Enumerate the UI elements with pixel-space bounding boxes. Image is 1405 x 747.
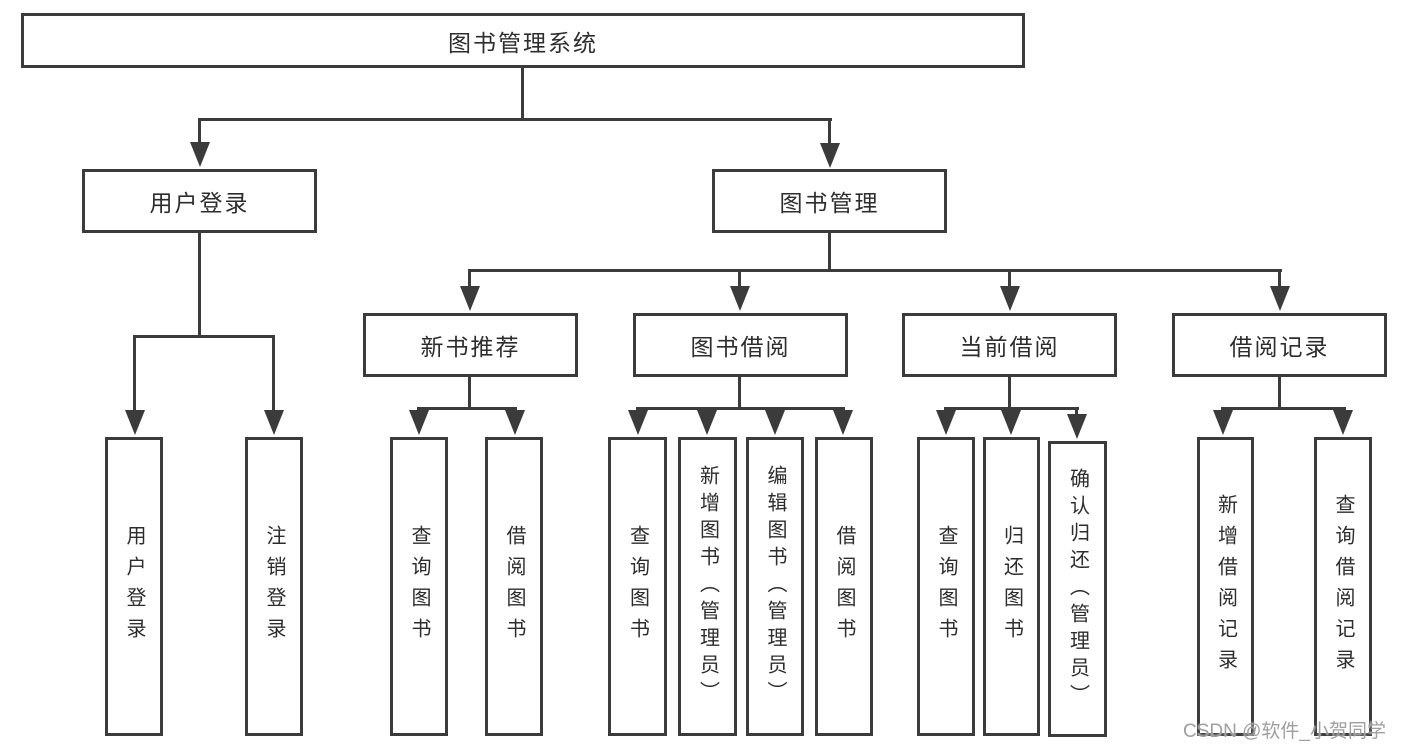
node-label: 新书推荐 bbox=[420, 334, 521, 360]
connector-line bbox=[1008, 269, 1011, 295]
node-label: 新增图书（管理员） bbox=[696, 465, 719, 708]
connector-line bbox=[1008, 377, 1011, 408]
connector-line bbox=[272, 335, 275, 419]
node-label: 图书管理 bbox=[779, 190, 880, 216]
node-label: 图书借阅 bbox=[690, 334, 791, 360]
node-leaf-logout: 注销登录 bbox=[245, 437, 303, 736]
node-user-login: 用户登录 bbox=[82, 169, 317, 233]
node-leaf-return-books: 归还图书 bbox=[983, 437, 1040, 736]
node-label: 查询图书 bbox=[935, 524, 957, 649]
arrowhead-down-icon bbox=[1213, 410, 1233, 435]
arrowhead-down-icon bbox=[505, 410, 525, 435]
connector-line bbox=[1221, 407, 1346, 410]
arrowhead-down-icon bbox=[833, 410, 853, 435]
node-leaf-add-books-admin: 新增图书（管理员） bbox=[678, 437, 737, 736]
connector-line bbox=[468, 269, 1282, 272]
connector-line bbox=[738, 269, 741, 295]
arrowhead-down-icon bbox=[190, 142, 210, 167]
node-borrowing-records: 借阅记录 bbox=[1172, 313, 1387, 377]
node-label: 用户登录 bbox=[149, 190, 250, 216]
arrowhead-down-icon bbox=[820, 143, 840, 168]
arrowhead-down-icon bbox=[1001, 410, 1021, 435]
node-leaf-confirm-return-admin: 确认归还（管理员） bbox=[1048, 441, 1107, 737]
node-label: 借阅记录 bbox=[1229, 334, 1330, 360]
arrowhead-down-icon bbox=[1333, 410, 1353, 435]
node-label: 查询图书 bbox=[408, 524, 430, 649]
arrowhead-down-icon bbox=[730, 286, 750, 311]
connector-line bbox=[468, 377, 471, 408]
connector-line bbox=[198, 233, 201, 337]
node-book-borrowing: 图书借阅 bbox=[633, 313, 848, 377]
node-label: 归还图书 bbox=[1000, 524, 1023, 649]
arrowhead-down-icon bbox=[125, 410, 145, 435]
arrowhead-down-icon bbox=[697, 410, 717, 435]
arrowhead-down-icon bbox=[264, 410, 284, 435]
arrowhead-down-icon bbox=[936, 410, 956, 435]
connector-line bbox=[636, 407, 845, 410]
node-label: 查询借阅记录 bbox=[1332, 493, 1354, 680]
node-leaf-query-borrow-record: 查询借阅记录 bbox=[1314, 437, 1372, 736]
connector-line bbox=[198, 118, 832, 121]
node-label: 当前借阅 bbox=[959, 334, 1060, 360]
node-leaf-add-borrow-record: 新增借阅记录 bbox=[1197, 437, 1254, 736]
node-leaf-query-books-3: 查询图书 bbox=[917, 437, 975, 736]
node-leaf-query-books-2: 查询图书 bbox=[608, 437, 667, 736]
connector-line bbox=[521, 68, 524, 120]
connector-line bbox=[133, 335, 275, 338]
node-label: 注销登录 bbox=[263, 524, 285, 649]
arrowhead-down-icon bbox=[1270, 286, 1290, 311]
connector-line bbox=[828, 233, 831, 271]
node-label: 用户登录 bbox=[123, 524, 145, 649]
node-leaf-user-login: 用户登录 bbox=[105, 437, 163, 736]
connector-line bbox=[468, 269, 471, 295]
node-label: 编辑图书（管理员） bbox=[764, 465, 786, 708]
node-label: 查询图书 bbox=[626, 524, 649, 649]
node-label: 确认归还（管理员） bbox=[1066, 467, 1089, 711]
node-book-management: 图书管理 bbox=[712, 169, 947, 233]
arrowhead-down-icon bbox=[460, 286, 480, 311]
arrowhead-down-icon bbox=[1000, 286, 1020, 311]
node-leaf-query-books-1: 查询图书 bbox=[390, 437, 448, 736]
node-library-management-system: 图书管理系统 bbox=[21, 13, 1025, 68]
node-label: 借阅图书 bbox=[503, 524, 525, 649]
node-leaf-borrow-books-2: 借阅图书 bbox=[815, 437, 873, 736]
watermark: CSDN @软件_小贺同学 bbox=[1183, 721, 1386, 742]
connector-line bbox=[1278, 269, 1281, 295]
connector-line bbox=[133, 335, 136, 419]
node-label: 新增借阅记录 bbox=[1214, 493, 1237, 680]
connector-line bbox=[738, 377, 741, 408]
connector-line bbox=[828, 118, 831, 151]
arrowhead-down-icon bbox=[1067, 414, 1087, 439]
connector-line bbox=[1278, 377, 1281, 408]
arrowhead-down-icon bbox=[628, 410, 648, 435]
node-current-borrowing: 当前借阅 bbox=[902, 313, 1117, 377]
node-leaf-borrow-books-1: 借阅图书 bbox=[485, 437, 543, 736]
node-new-book-recommend: 新书推荐 bbox=[363, 313, 578, 377]
arrowhead-down-icon bbox=[765, 410, 785, 435]
arrowhead-down-icon bbox=[409, 410, 429, 435]
node-label: 图书管理系统 bbox=[448, 29, 598, 56]
node-label: 借阅图书 bbox=[833, 524, 855, 649]
connector-line bbox=[198, 118, 201, 150]
connector-line bbox=[417, 407, 517, 410]
node-leaf-edit-books-admin: 编辑图书（管理员） bbox=[746, 437, 804, 736]
